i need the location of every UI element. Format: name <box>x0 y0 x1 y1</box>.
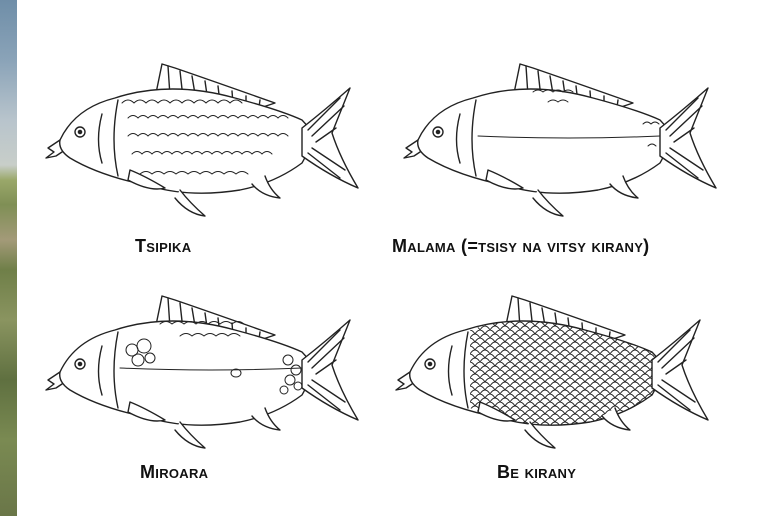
fish-bekirany <box>390 290 720 460</box>
caption-miroara: Miroara <box>140 462 208 483</box>
fish-malama-drawing <box>398 58 728 228</box>
caption-malama: Malama (=tsisy na vitsy kirany) <box>392 236 649 257</box>
caption-bekirany: Be kirany <box>497 462 576 483</box>
caption-tsipika: Tsipika <box>135 236 191 257</box>
fish-tsipika-drawing <box>40 58 370 228</box>
fish-miroara-drawing <box>40 290 370 460</box>
fish-bekirany-drawing <box>390 290 720 460</box>
fish-malama <box>398 58 728 228</box>
background-photo-edge <box>0 0 17 516</box>
fish-miroara <box>40 290 370 460</box>
fish-tsipika <box>40 58 370 228</box>
